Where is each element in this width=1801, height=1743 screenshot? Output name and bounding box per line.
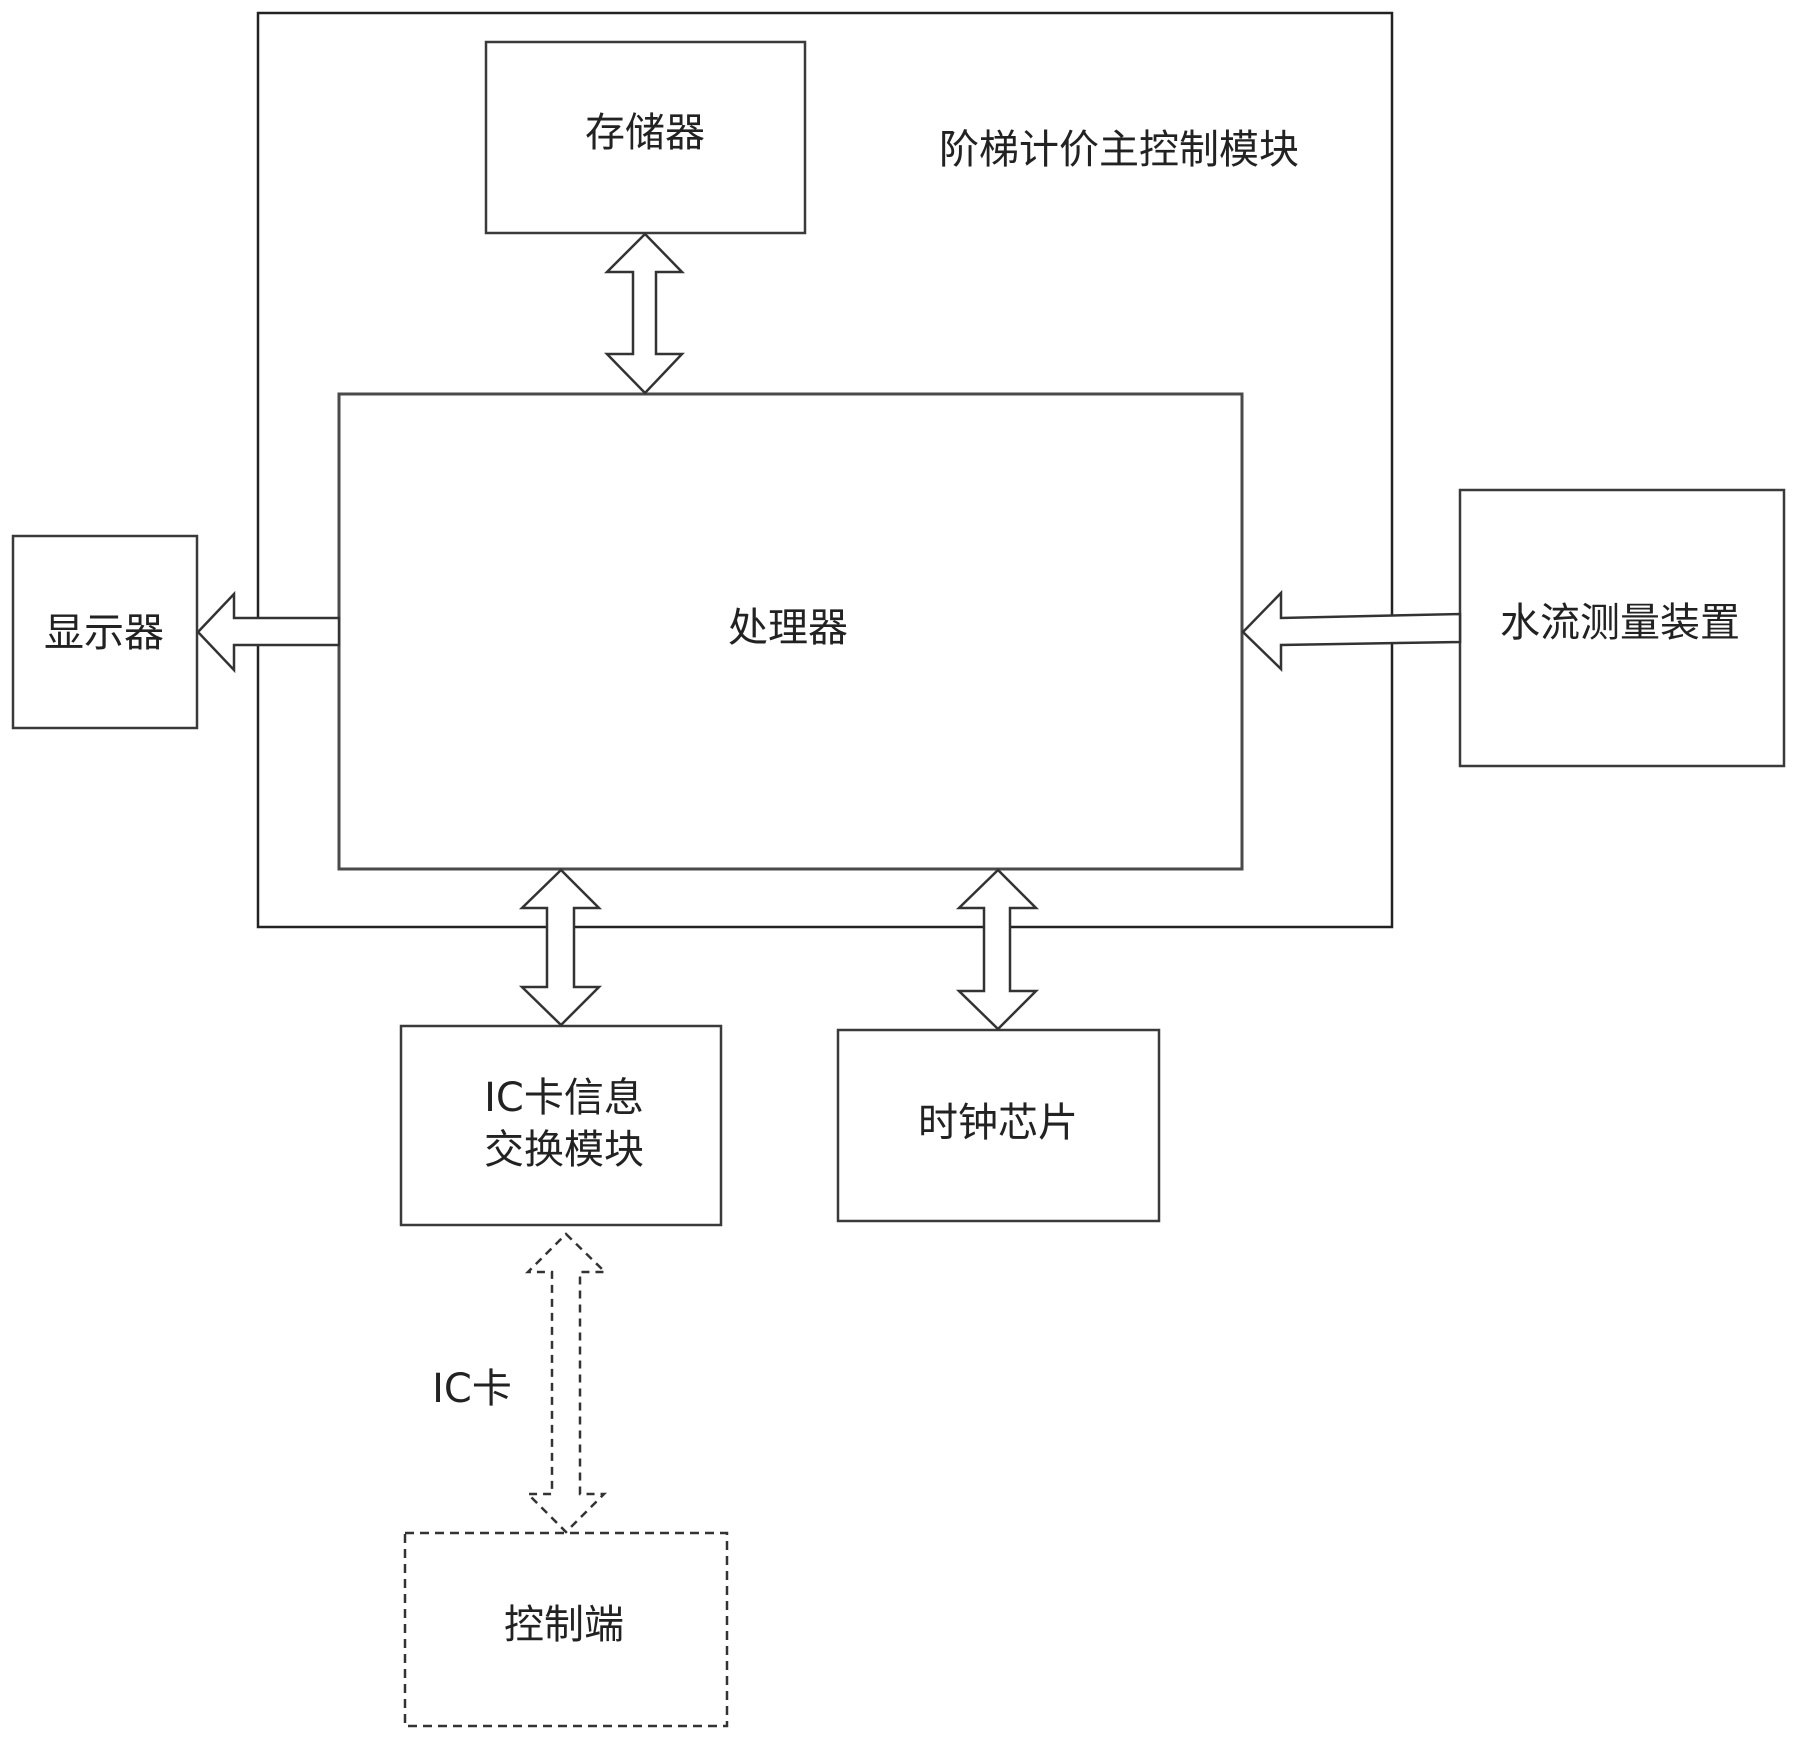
- clock-chip-label: 时钟芯片: [918, 1100, 1078, 1146]
- display-label: 显示器: [44, 610, 164, 656]
- water-flow-to-processor-arrow: [1241, 589, 1462, 672]
- ic-card-link-label: IC卡: [432, 1366, 512, 1412]
- storage-box: [484, 40, 807, 235]
- ic-card-module-label-line1: IC卡信息: [484, 1075, 644, 1121]
- main-control-module-label: 阶梯计价主控制模块: [939, 127, 1299, 173]
- processor-clock-chip-double-arrow: [955, 868, 1040, 1031]
- ic-card-control-terminal-dashed-double-arrow: [524, 1232, 609, 1534]
- ic-card-module-label-line2: 交换模块: [484, 1127, 644, 1173]
- main-control-module-frame: [256, 11, 1394, 929]
- control-terminal-label: 控制端: [504, 1602, 624, 1648]
- control-terminal-box: [403, 1531, 729, 1728]
- storage-label: 存储器: [585, 110, 705, 156]
- water-flow-device-label: 水流测量装置: [1500, 600, 1740, 646]
- clock-chip-box: [836, 1028, 1161, 1223]
- storage-processor-double-arrow: [603, 232, 685, 395]
- display-box: [11, 534, 199, 730]
- processor-to-display-arrow: [196, 590, 341, 674]
- ic-card-module-box: [399, 1024, 723, 1227]
- water-flow-device-box: [1458, 488, 1786, 768]
- processor-label: 处理器: [728, 605, 848, 651]
- processor-ic-card-module-double-arrow: [518, 868, 603, 1027]
